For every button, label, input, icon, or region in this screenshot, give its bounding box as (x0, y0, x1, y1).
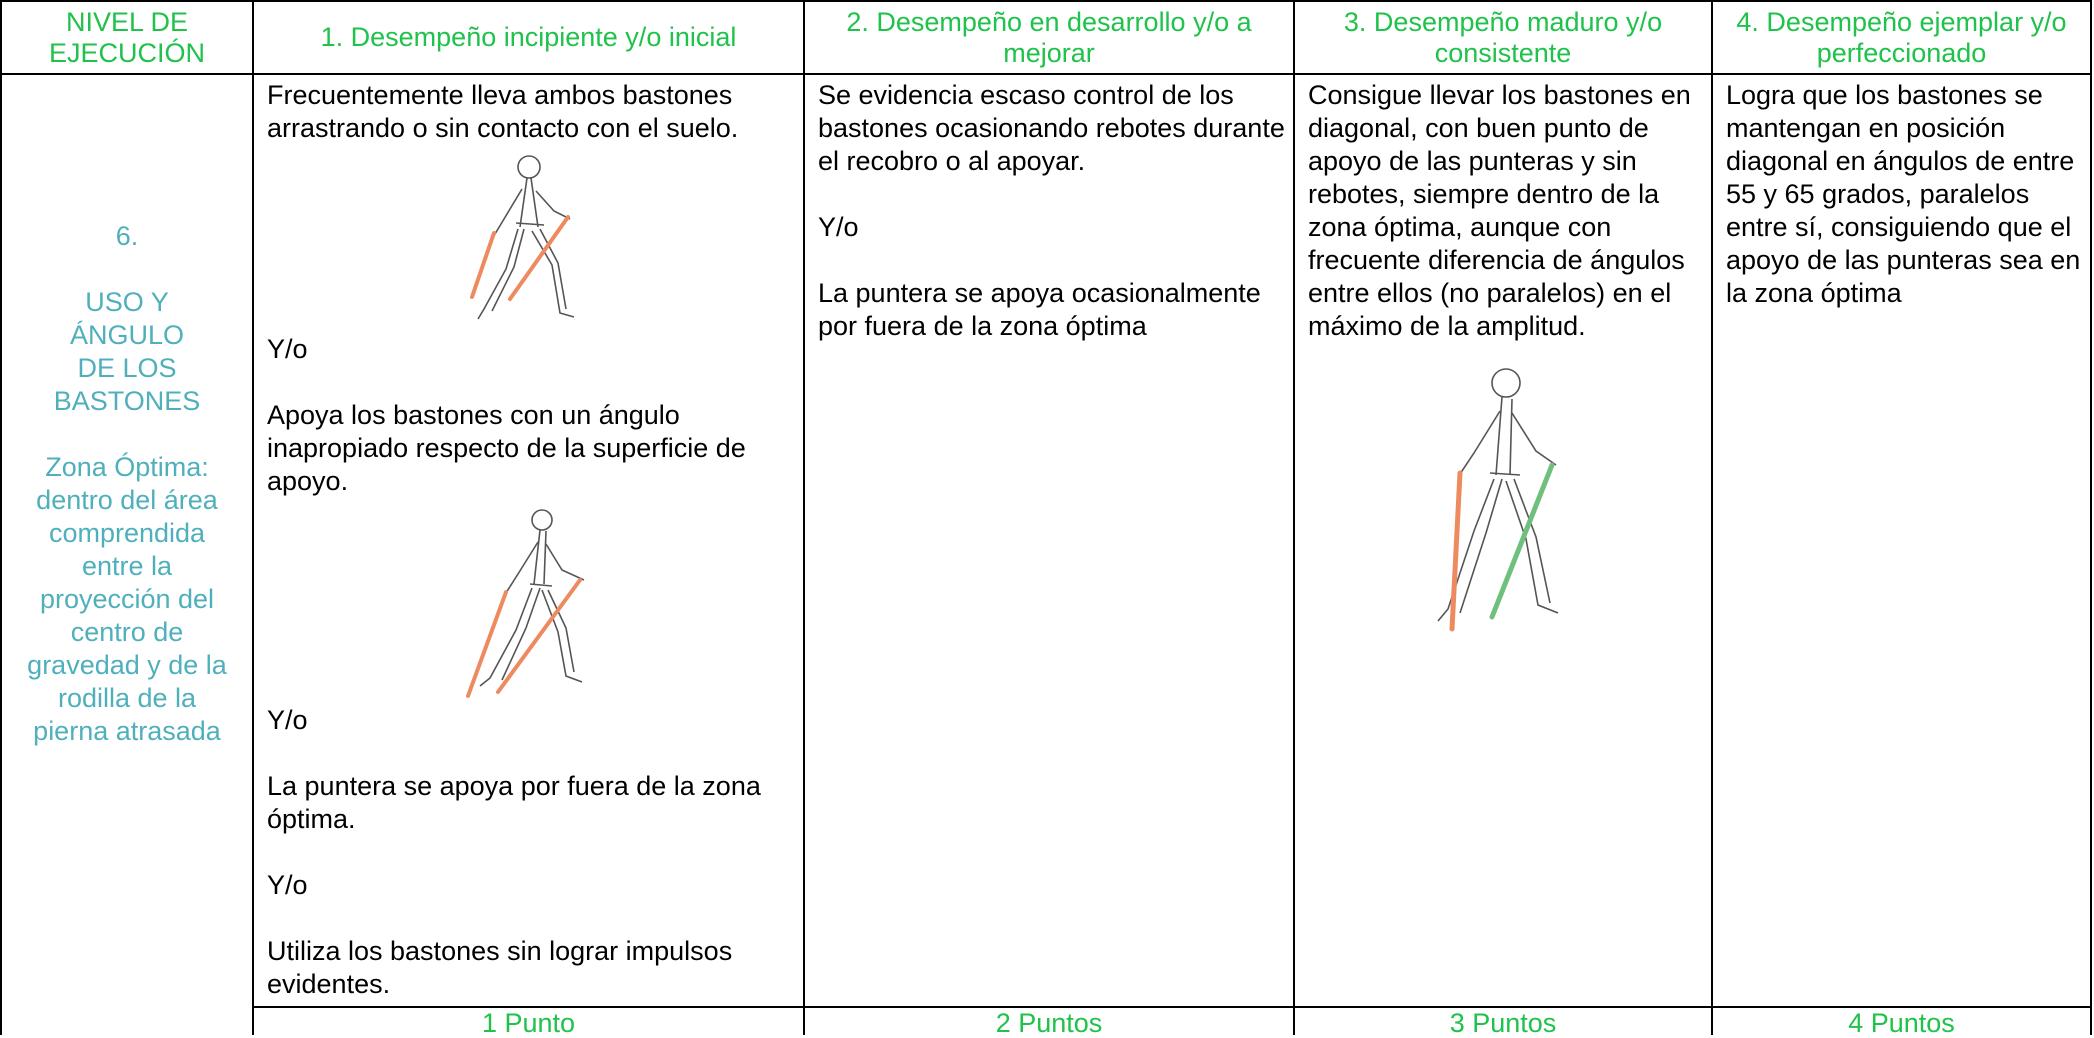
table-rule-header (0, 73, 2092, 75)
table-rule-col1 (252, 0, 254, 1035)
score-level-3: 3 Puntos (1449, 1008, 1557, 1038)
table-rule-left (0, 0, 2, 1035)
level-header-cell: NIVEL DE EJECUCIÓN (2, 2, 252, 73)
table-rule-right (2090, 0, 2092, 1035)
table-rule-col4 (1711, 0, 1713, 1035)
column-header-3: 3. Desempeño maduro y/o consistente (1295, 2, 1711, 73)
level-1-or-1: Y/o (267, 334, 308, 364)
table-rule-top (0, 0, 2092, 2)
criterion-note: Zona Óptima: dentro del área comprendida… (27, 452, 227, 746)
level-1-descriptor: Frecuentemente lleva ambos bastones arra… (254, 79, 803, 1001)
column-header-4: 4. Desempeño ejemplar y/o perfeccionado (1713, 2, 2090, 73)
table-rule-col3 (1293, 0, 1295, 1035)
level-2-text-2: La puntera se apoya ocasionalmente por f… (818, 278, 1261, 341)
nordic-walker-figure (470, 155, 575, 320)
score-level-1: 1 Punto (481, 1008, 576, 1038)
level-4-text-1: Logra que los bastones se mantengan en p… (1726, 80, 2081, 308)
level-1-text-3: La puntera se apoya por fuera de la zona… (267, 771, 761, 834)
table-rule-col2 (803, 0, 805, 1035)
level-2-text-1: Se evidencia escaso control de los basto… (818, 80, 1285, 176)
criterion-cell: 6. USO Y ÁNGULO DE LOS BASTONES Zona Ópt… (2, 220, 252, 748)
score-level-4: 4 Puntos (1848, 1008, 1955, 1038)
criterion-number: 6. (115, 221, 139, 251)
nordic-walker-figure (1437, 368, 1559, 632)
column-header-4-label: 4. Desempeño ejemplar y/o perfeccionado (1736, 6, 2067, 68)
column-header-2-label: 2. Desempeño en desarrollo y/o a mejorar (846, 6, 1252, 68)
level-4-descriptor: Logra que los bastones se mantengan en p… (1713, 79, 2090, 310)
level-1-text-4: Utiliza los bastones sin lograr impulsos… (267, 936, 733, 999)
nordic-walker-figure (466, 509, 585, 698)
level-3-text-1: Consigue llevar los bastones en diagonal… (1308, 80, 1691, 341)
level-header: NIVEL DE EJECUCIÓN (48, 6, 205, 68)
column-header-1-label: 1. Desempeño incipiente y/o inicial (320, 22, 737, 52)
level-1-or-2: Y/o (267, 705, 308, 735)
level-1-or-3: Y/o (267, 870, 308, 900)
level-1-text-2: Apoya los bastones con un ángulo inaprop… (267, 400, 746, 496)
table-rule-scores (252, 1006, 2092, 1008)
level-3-descriptor: Consigue llevar los bastones en diagonal… (1295, 79, 1711, 637)
column-header-3-label: 3. Desempeño maduro y/o consistente (1343, 6, 1663, 68)
level-2-or-1: Y/o (818, 212, 859, 242)
level-1-text-1: Frecuentemente lleva ambos bastones arra… (267, 80, 739, 143)
column-header-1: 1. Desempeño incipiente y/o inicial (254, 2, 803, 73)
level-2-descriptor: Se evidencia escaso control de los basto… (805, 79, 1293, 343)
score-level-2: 2 Puntos (995, 1008, 1103, 1038)
criterion-title: USO Y ÁNGULO DE LOS BASTONES (53, 287, 201, 416)
column-header-2: 2. Desempeño en desarrollo y/o a mejorar (805, 2, 1293, 73)
